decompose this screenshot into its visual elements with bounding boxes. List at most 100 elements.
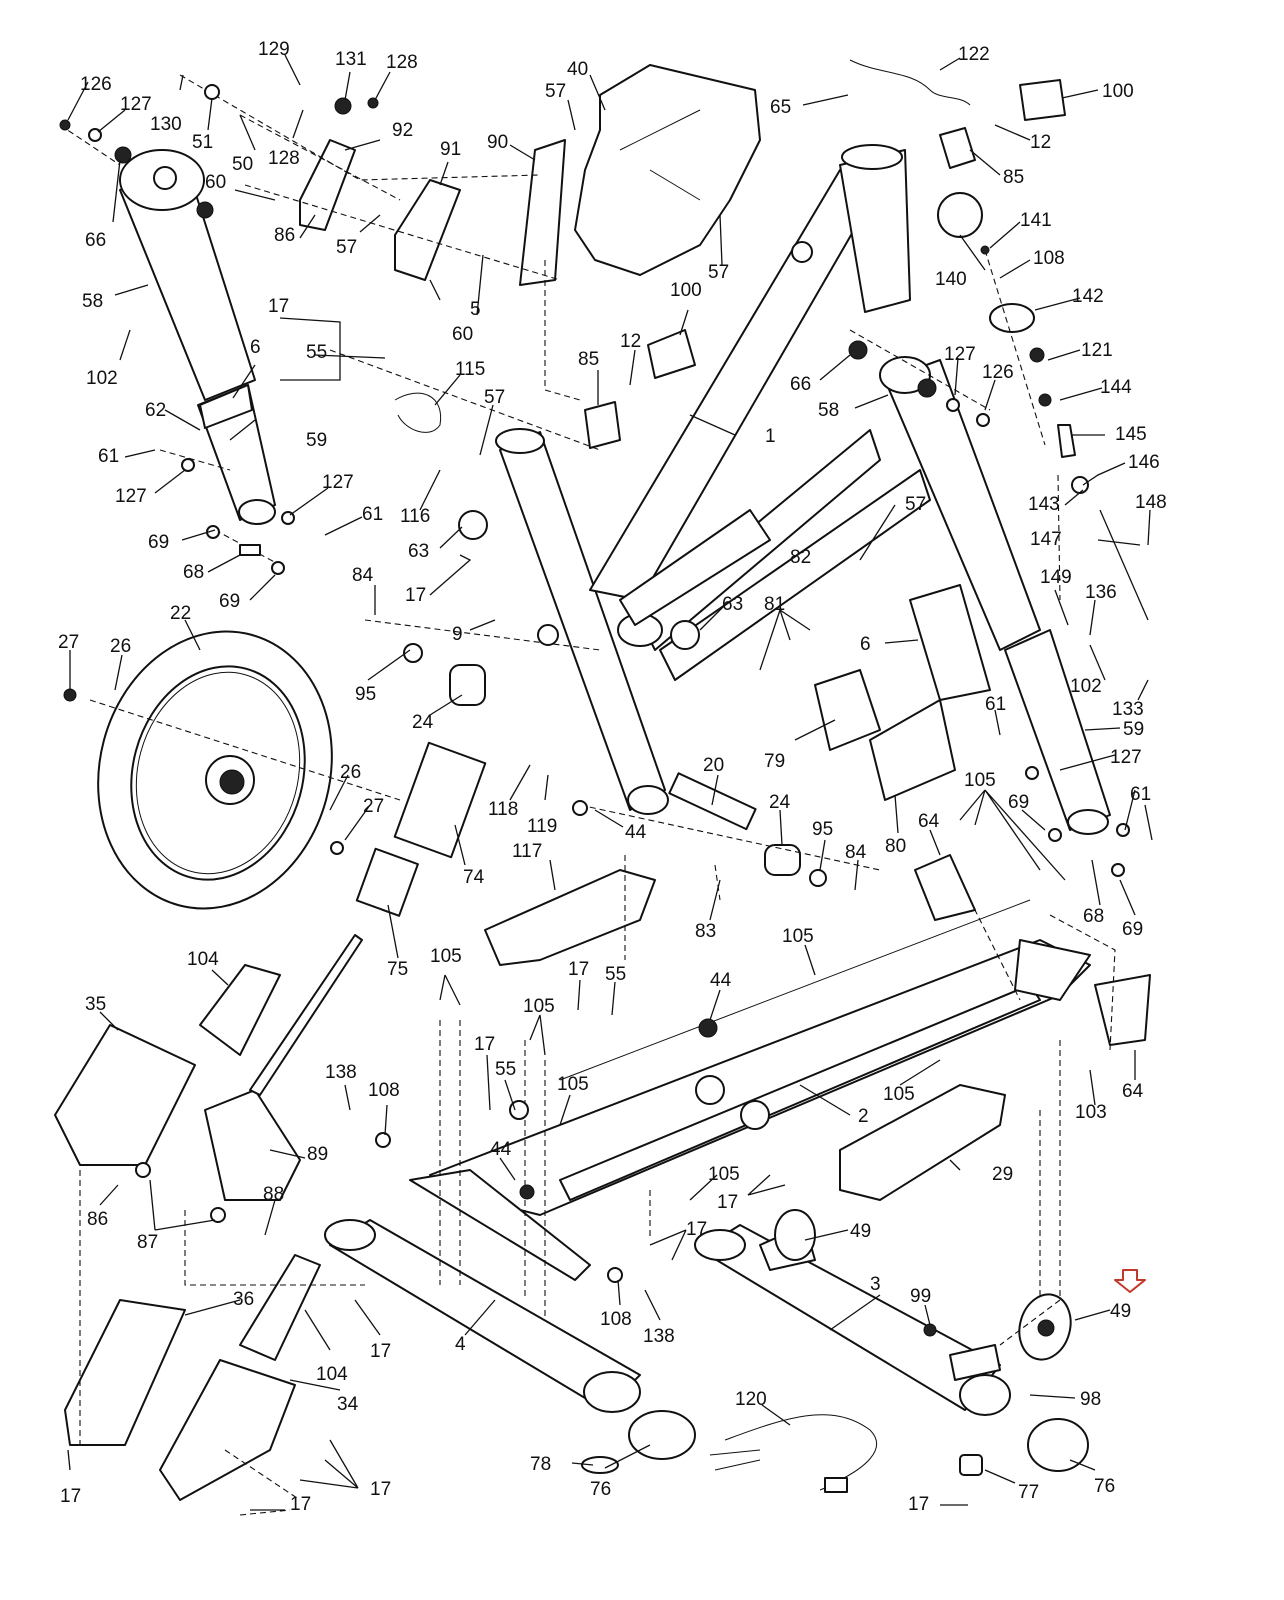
callout-label: 17 bbox=[370, 1479, 391, 1500]
callout-label: 57 bbox=[336, 237, 357, 258]
callout-label: 90 bbox=[487, 132, 508, 153]
panel-104 bbox=[199, 964, 281, 1056]
main-frame bbox=[495, 144, 931, 815]
callout-label: 128 bbox=[386, 52, 418, 73]
callout-label: 69 bbox=[219, 591, 240, 612]
bushing-24b bbox=[764, 844, 801, 876]
callout-label: 17 bbox=[717, 1192, 738, 1213]
callout-label: 82 bbox=[790, 547, 811, 568]
roller-100-mid bbox=[647, 329, 696, 379]
bushing-75 bbox=[355, 847, 419, 917]
callout-label: 60 bbox=[452, 324, 473, 345]
callout-label: 40 bbox=[567, 59, 588, 80]
callout-label: 100 bbox=[670, 280, 702, 301]
callout-label: 35 bbox=[85, 994, 106, 1015]
callout-label: 108 bbox=[368, 1080, 400, 1101]
callout-label: 102 bbox=[1070, 676, 1102, 697]
shroud-35 bbox=[54, 1024, 196, 1166]
callout-label: 85 bbox=[578, 349, 599, 370]
callout-label: 138 bbox=[325, 1062, 357, 1083]
callout-label: 140 bbox=[935, 269, 967, 290]
motor-89 bbox=[204, 1089, 301, 1201]
wire-harness-122 bbox=[849, 59, 971, 106]
callout-label: 9 bbox=[452, 624, 463, 645]
callout-label: 49 bbox=[1110, 1301, 1131, 1322]
callout-label: 117 bbox=[512, 841, 542, 862]
callout-label: 105 bbox=[708, 1164, 740, 1185]
callout-label: 108 bbox=[600, 1309, 632, 1330]
callout-label: 57 bbox=[708, 262, 729, 283]
callout-label: 17 bbox=[268, 296, 289, 317]
callout-label: 55 bbox=[495, 1059, 516, 1080]
callout-label: 84 bbox=[352, 565, 374, 586]
callout-label: 146 bbox=[1128, 452, 1160, 473]
callout-label: 17 bbox=[474, 1034, 495, 1055]
callout-label: 127 bbox=[944, 344, 976, 365]
callout-label: 5 bbox=[470, 299, 481, 320]
rod bbox=[249, 934, 363, 1096]
callout-label: 69 bbox=[1008, 792, 1029, 813]
callout-label: 122 bbox=[958, 44, 990, 65]
callout-label: 144 bbox=[1100, 377, 1132, 398]
callout-label: 78 bbox=[530, 1454, 551, 1475]
callout-label: 66 bbox=[85, 230, 106, 251]
callout-label: 86 bbox=[274, 225, 295, 246]
callout-label: 20 bbox=[703, 755, 724, 776]
callout-label: 105 bbox=[557, 1074, 589, 1095]
callout-label: 57 bbox=[484, 387, 505, 408]
callout-label: 61 bbox=[985, 694, 1006, 715]
pedestal-64-left bbox=[914, 854, 976, 921]
callout-label: 126 bbox=[80, 74, 112, 95]
pedestal-64-right bbox=[1094, 974, 1151, 1046]
callout-label: 2 bbox=[858, 1106, 869, 1127]
callout-label: 58 bbox=[82, 291, 103, 312]
callout-label: 142 bbox=[1072, 286, 1104, 307]
cover-36 bbox=[64, 1299, 186, 1446]
callout-label: 17 bbox=[370, 1341, 391, 1362]
callout-label: 126 bbox=[982, 362, 1014, 383]
callout-label: 44 bbox=[490, 1139, 512, 1160]
roller-100-top bbox=[1019, 79, 1066, 121]
side-cover-92 bbox=[299, 139, 356, 231]
callout-label: 44 bbox=[710, 970, 732, 991]
box-80 bbox=[869, 699, 956, 801]
spring-145 bbox=[1057, 424, 1076, 458]
callout-label: 127 bbox=[120, 94, 152, 115]
callout-label: 118 bbox=[488, 799, 518, 820]
right-upright-arm bbox=[879, 356, 1111, 835]
side-cover-90 bbox=[519, 139, 566, 286]
callout-label: 51 bbox=[192, 132, 213, 153]
callout-label: 65 bbox=[770, 97, 791, 118]
callout-label: 100 bbox=[1102, 81, 1134, 102]
cylinder-74 bbox=[393, 741, 487, 859]
pole-147 bbox=[1099, 509, 1149, 621]
callout-label: 44 bbox=[625, 822, 647, 843]
callout-label: 105 bbox=[964, 770, 996, 791]
callout-label: 1 bbox=[765, 426, 776, 447]
callout-label: 26 bbox=[340, 762, 361, 783]
callout-label: 105 bbox=[430, 946, 462, 967]
wire-harness-115 bbox=[394, 392, 442, 433]
callout-label: 6 bbox=[860, 634, 871, 655]
knob-142 bbox=[989, 303, 1035, 333]
callout-label: 24 bbox=[769, 792, 791, 813]
callout-label: 29 bbox=[992, 1164, 1013, 1185]
console-cover bbox=[574, 64, 761, 276]
callout-label: 55 bbox=[306, 342, 327, 363]
callout-label: 12 bbox=[620, 331, 641, 352]
cap-140 bbox=[937, 192, 983, 238]
callout-label: 74 bbox=[463, 867, 485, 888]
callout-label: 136 bbox=[1085, 582, 1117, 603]
callout-label: 69 bbox=[1122, 919, 1143, 940]
callout-label: 133 bbox=[1112, 699, 1144, 720]
callout-label: 95 bbox=[355, 684, 376, 705]
leveler-78 bbox=[581, 1456, 619, 1474]
leader-lines bbox=[67, 54, 1153, 1511]
callout-label: 143 bbox=[1028, 494, 1060, 515]
callout-label: 24 bbox=[412, 712, 434, 733]
callout-label: 105 bbox=[883, 1084, 915, 1105]
callout-label: 92 bbox=[392, 120, 413, 141]
callout-label: 55 bbox=[605, 964, 626, 985]
callout-label: 66 bbox=[790, 374, 811, 395]
callout-label: 138 bbox=[643, 1326, 675, 1347]
